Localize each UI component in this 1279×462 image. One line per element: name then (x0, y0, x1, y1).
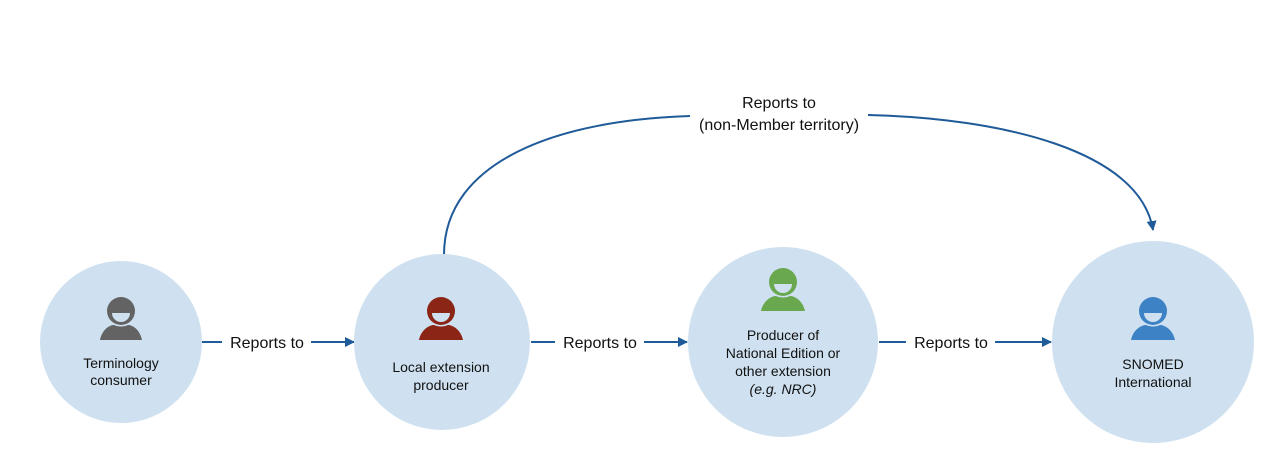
edge-label-line1: Reports to (742, 95, 816, 112)
node-label-line2: consumer (90, 372, 152, 388)
edge-local-to-snomed: Reports to (non-Member territory) (443, 95, 1153, 256)
node-circle (688, 247, 878, 437)
person-icon (761, 268, 805, 311)
node-local-extension-producer: Local extension producer (354, 254, 530, 430)
edge-label: Reports to (563, 335, 637, 352)
person-icon (419, 297, 463, 340)
node-label-line2: National Edition or (726, 345, 841, 361)
edge-local-to-national: Reports to (531, 335, 688, 352)
node-snomed-international: SNOMED International (1052, 241, 1254, 443)
edge-national-to-snomed: Reports to (879, 335, 1052, 352)
node-circle (354, 254, 530, 430)
node-label-line1: Local extension (392, 359, 489, 375)
node-label-line1: SNOMED (1122, 356, 1183, 372)
node-circle (1052, 241, 1254, 443)
person-icon (100, 297, 142, 340)
node-label-line2: International (1114, 374, 1191, 390)
edge-label-line2: (non-Member territory) (699, 117, 859, 134)
edge-label: Reports to (914, 335, 988, 352)
node-label-italic: (e.g. NRC) (750, 381, 817, 397)
node-label-line2: producer (413, 377, 469, 393)
curved-connector (443, 114, 1153, 256)
node-terminology-consumer: Terminology consumer (40, 261, 202, 423)
node-national-edition-producer: Producer of National Edition or other ex… (688, 247, 878, 437)
node-label-line1: Terminology (83, 355, 158, 371)
edge-label: Reports to (230, 335, 304, 352)
node-label-line1: Producer of (747, 327, 819, 343)
edge-consumer-to-local: Reports to (202, 335, 355, 352)
person-icon (1131, 297, 1175, 340)
node-label-line3: other extension (735, 363, 831, 379)
node-circle (40, 261, 202, 423)
